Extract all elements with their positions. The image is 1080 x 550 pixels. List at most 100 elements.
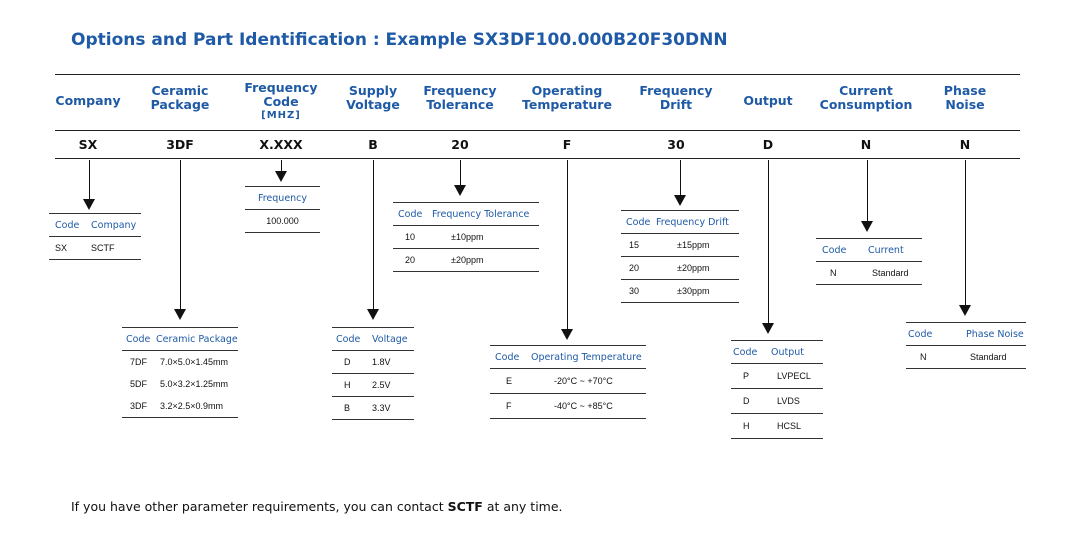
column-header: Frequency bbox=[257, 192, 308, 204]
column-header: Frequency Tolerance bbox=[432, 208, 530, 220]
code-operating-temperature: F bbox=[562, 137, 572, 152]
table-cell: LVDS bbox=[777, 396, 800, 406]
frequency-table: Frequency 100.000 bbox=[245, 186, 320, 233]
table-cell: F bbox=[506, 401, 512, 411]
header-sub-unit: [MHZ] bbox=[261, 110, 301, 121]
table-cell: P bbox=[743, 371, 750, 381]
header-label: Ceramic Package bbox=[150, 83, 210, 112]
table-cell: 30 bbox=[629, 286, 640, 296]
arrow-down-icon bbox=[762, 323, 774, 334]
ceramic-package-table: Code Ceramic Package 7DF 7.0×5.0×1.45mm … bbox=[122, 327, 238, 418]
table-row: 3DF 3.2×2.5×0.9mm bbox=[122, 395, 238, 417]
table-cell: 7DF bbox=[130, 357, 148, 367]
code-company: SX bbox=[78, 137, 98, 152]
column-header: Code bbox=[55, 219, 80, 231]
connector-ceramic-package bbox=[180, 160, 181, 310]
connector-frequency-tolerance bbox=[460, 160, 461, 186]
table-row: 30 ±30ppm bbox=[621, 280, 739, 302]
header-ceramic-package: Ceramic Package bbox=[150, 84, 210, 112]
table-row: 100.000 bbox=[245, 210, 320, 232]
page-title: Options and Part Identification : Exampl… bbox=[71, 30, 728, 50]
voltage-table: Code Voltage D 1.8V H 2.5V B 3.3V bbox=[332, 327, 414, 420]
column-header: Code bbox=[908, 328, 933, 340]
code-frequency: X.XXX bbox=[259, 137, 303, 152]
table-cell: N bbox=[830, 268, 837, 278]
column-header: Code bbox=[626, 216, 651, 228]
table-cell: D bbox=[743, 396, 750, 406]
table-row: D 1.8V bbox=[332, 351, 414, 373]
table-header-row: Code Voltage bbox=[332, 328, 414, 350]
table-header-row: Code Ceramic Package bbox=[122, 328, 238, 350]
table-row: 20 ±20ppm bbox=[621, 257, 739, 279]
connector-supply-voltage bbox=[373, 160, 374, 310]
table-row: 5DF 5.0×3.2×1.25mm bbox=[122, 373, 238, 395]
table-row: P LVPECL bbox=[731, 364, 823, 388]
connector-operating-temperature bbox=[567, 160, 568, 330]
table-header-row: Code Current bbox=[816, 239, 922, 261]
table-header-row: Code Frequency Tolerance bbox=[393, 203, 539, 225]
code-phase-noise: N bbox=[959, 137, 971, 152]
footer-text-end: at any time. bbox=[482, 499, 563, 514]
connector-current-consumption bbox=[867, 160, 868, 222]
header-phase-noise: Phase Noise bbox=[938, 84, 993, 112]
table-cell: LVPECL bbox=[777, 371, 811, 381]
company-table: Code Company SX SCTF bbox=[49, 213, 141, 260]
connector-company bbox=[89, 160, 90, 200]
code-ceramic-package: 3DF bbox=[166, 137, 194, 152]
header-frequency-drift: Frequency Drift bbox=[636, 84, 716, 112]
table-header-row: Code Output bbox=[731, 341, 823, 363]
header-label: Phase Noise bbox=[943, 83, 987, 112]
column-header: Output bbox=[771, 346, 804, 358]
table-cell: 100.000 bbox=[266, 216, 299, 226]
table-cell: 2.5V bbox=[372, 380, 391, 390]
table-cell: ±30ppm bbox=[677, 286, 710, 296]
header-operating-temperature: Operating Temperature bbox=[517, 84, 617, 112]
connector-frequency-drift bbox=[680, 160, 681, 196]
column-header: Code bbox=[398, 208, 423, 220]
table-row: SX SCTF bbox=[49, 237, 141, 259]
header-output: Output bbox=[743, 94, 792, 108]
table-cell: 3.3V bbox=[372, 403, 391, 413]
table-cell: E bbox=[506, 376, 513, 386]
phase-noise-table: Code Phase Noise N Standard bbox=[906, 322, 1026, 369]
table-row: N Standard bbox=[816, 262, 922, 284]
column-header: Phase Noise bbox=[966, 328, 1024, 340]
column-header: Code bbox=[336, 333, 361, 345]
table-cell: 10 bbox=[405, 232, 416, 242]
arrow-down-icon bbox=[674, 195, 686, 206]
table-header-row: Code Company bbox=[49, 214, 141, 236]
table-cell: H bbox=[344, 380, 351, 390]
table-cell: 3DF bbox=[130, 401, 148, 411]
table-header-row: Code Frequency Drift bbox=[621, 211, 739, 233]
header-label: Frequency Tolerance bbox=[423, 83, 497, 112]
table-row: 10 ±10ppm bbox=[393, 226, 539, 248]
arrow-down-icon bbox=[174, 309, 186, 320]
code-output: D bbox=[762, 137, 774, 152]
header-frequency-code: Frequency Code [MHZ] bbox=[241, 81, 321, 123]
footer-note: If you have other parameter requirements… bbox=[71, 499, 563, 514]
frequency-tolerance-table: Code Frequency Tolerance 10 ±10ppm 20 ±2… bbox=[393, 202, 539, 272]
table-cell: -40°C ~ +85°C bbox=[554, 401, 613, 411]
table-row: D LVDS bbox=[731, 389, 823, 413]
column-header: Company bbox=[91, 219, 137, 231]
table-cell: SCTF bbox=[91, 243, 115, 253]
table-row: H 2.5V bbox=[332, 374, 414, 396]
table-cell: 20 bbox=[405, 255, 416, 265]
header-label: Frequency Code bbox=[244, 80, 318, 109]
header-current-consumption: Current Consumption bbox=[819, 84, 914, 112]
table-cell: 1.8V bbox=[372, 357, 391, 367]
code-supply-voltage: B bbox=[368, 137, 378, 152]
table-cell: -20°C ~ +70°C bbox=[554, 376, 613, 386]
column-header: Code bbox=[733, 346, 758, 358]
code-current-consumption: N bbox=[860, 137, 872, 152]
column-header: Code bbox=[495, 351, 520, 363]
current-consumption-table: Code Current N Standard bbox=[816, 238, 922, 285]
table-row: 7DF 7.0×5.0×1.45mm bbox=[122, 351, 238, 373]
column-header: Operating Temperature bbox=[531, 351, 642, 363]
arrow-down-icon bbox=[561, 329, 573, 340]
arrow-down-icon bbox=[959, 305, 971, 316]
header-label: Frequency Drift bbox=[639, 83, 713, 112]
table-cell: ±20ppm bbox=[677, 263, 710, 273]
table-header-row: Code Operating Temperature bbox=[490, 346, 646, 368]
header-label: Supply Voltage bbox=[346, 83, 400, 112]
